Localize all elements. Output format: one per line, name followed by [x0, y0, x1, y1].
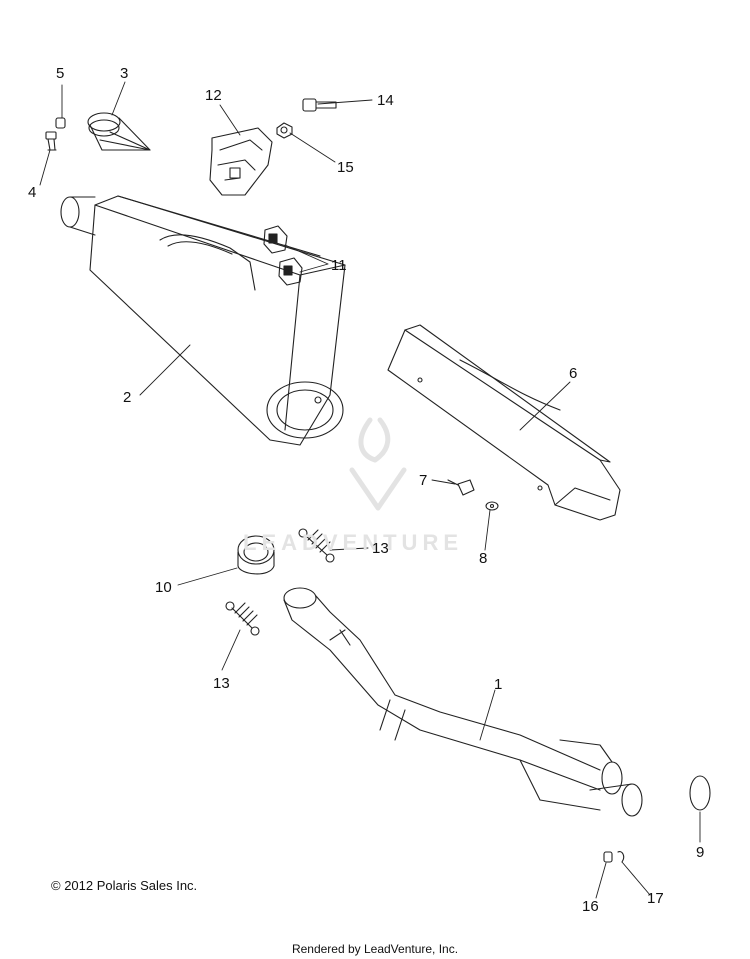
part-13-spring-lower — [225, 601, 260, 636]
copyright-notice: © 2012 Polaris Sales Inc. — [51, 878, 198, 893]
callout-4: 4 — [28, 184, 37, 201]
part-1-header-pipe — [283, 587, 643, 817]
callout-6: 6 — [569, 365, 578, 382]
part-7-bolt — [447, 479, 475, 496]
part-14-bolt — [302, 98, 337, 112]
part-15-nut — [276, 122, 293, 139]
callout-13-lower: 13 — [213, 675, 230, 692]
callout-14: 14 — [377, 92, 394, 109]
callout-15: 15 — [337, 159, 354, 176]
part-5-grommet — [55, 117, 66, 129]
part-2-muffler — [60, 195, 346, 446]
leader-lines — [39, 81, 701, 899]
callout-10: 10 — [155, 579, 172, 596]
callout-17: 17 — [647, 890, 664, 907]
callout-8: 8 — [479, 550, 488, 567]
part-10-gasket — [237, 535, 275, 575]
callout-11: 11 — [331, 257, 347, 274]
watermark-text: LEADVENTURE — [243, 530, 464, 555]
part-11-mount-top — [263, 225, 288, 254]
part-4-bolt — [45, 131, 57, 151]
callout-5: 5 — [56, 65, 65, 82]
part-12-bracket — [209, 127, 273, 196]
callout-3: 3 — [120, 65, 129, 82]
rendered-by-footer: Rendered by LeadVenture, Inc. — [291, 942, 459, 956]
callout-7: 7 — [419, 472, 428, 489]
part-6-heat-shield — [387, 324, 621, 521]
callout-13-upper: 13 — [372, 540, 389, 557]
callout-12: 12 — [205, 87, 222, 104]
part-3-spark-arrestor — [87, 112, 151, 151]
part-17-clip — [617, 851, 625, 863]
callout-16: 16 — [582, 898, 599, 915]
callout-2: 2 — [123, 389, 132, 406]
part-13-spring-upper — [298, 528, 335, 563]
callout-1: 1 — [494, 676, 503, 693]
part-9-gasket — [689, 775, 711, 811]
callout-9: 9 — [696, 844, 705, 861]
part-8-washer — [485, 501, 499, 511]
part-16-nut — [603, 851, 613, 863]
watermark-logo — [349, 417, 407, 511]
